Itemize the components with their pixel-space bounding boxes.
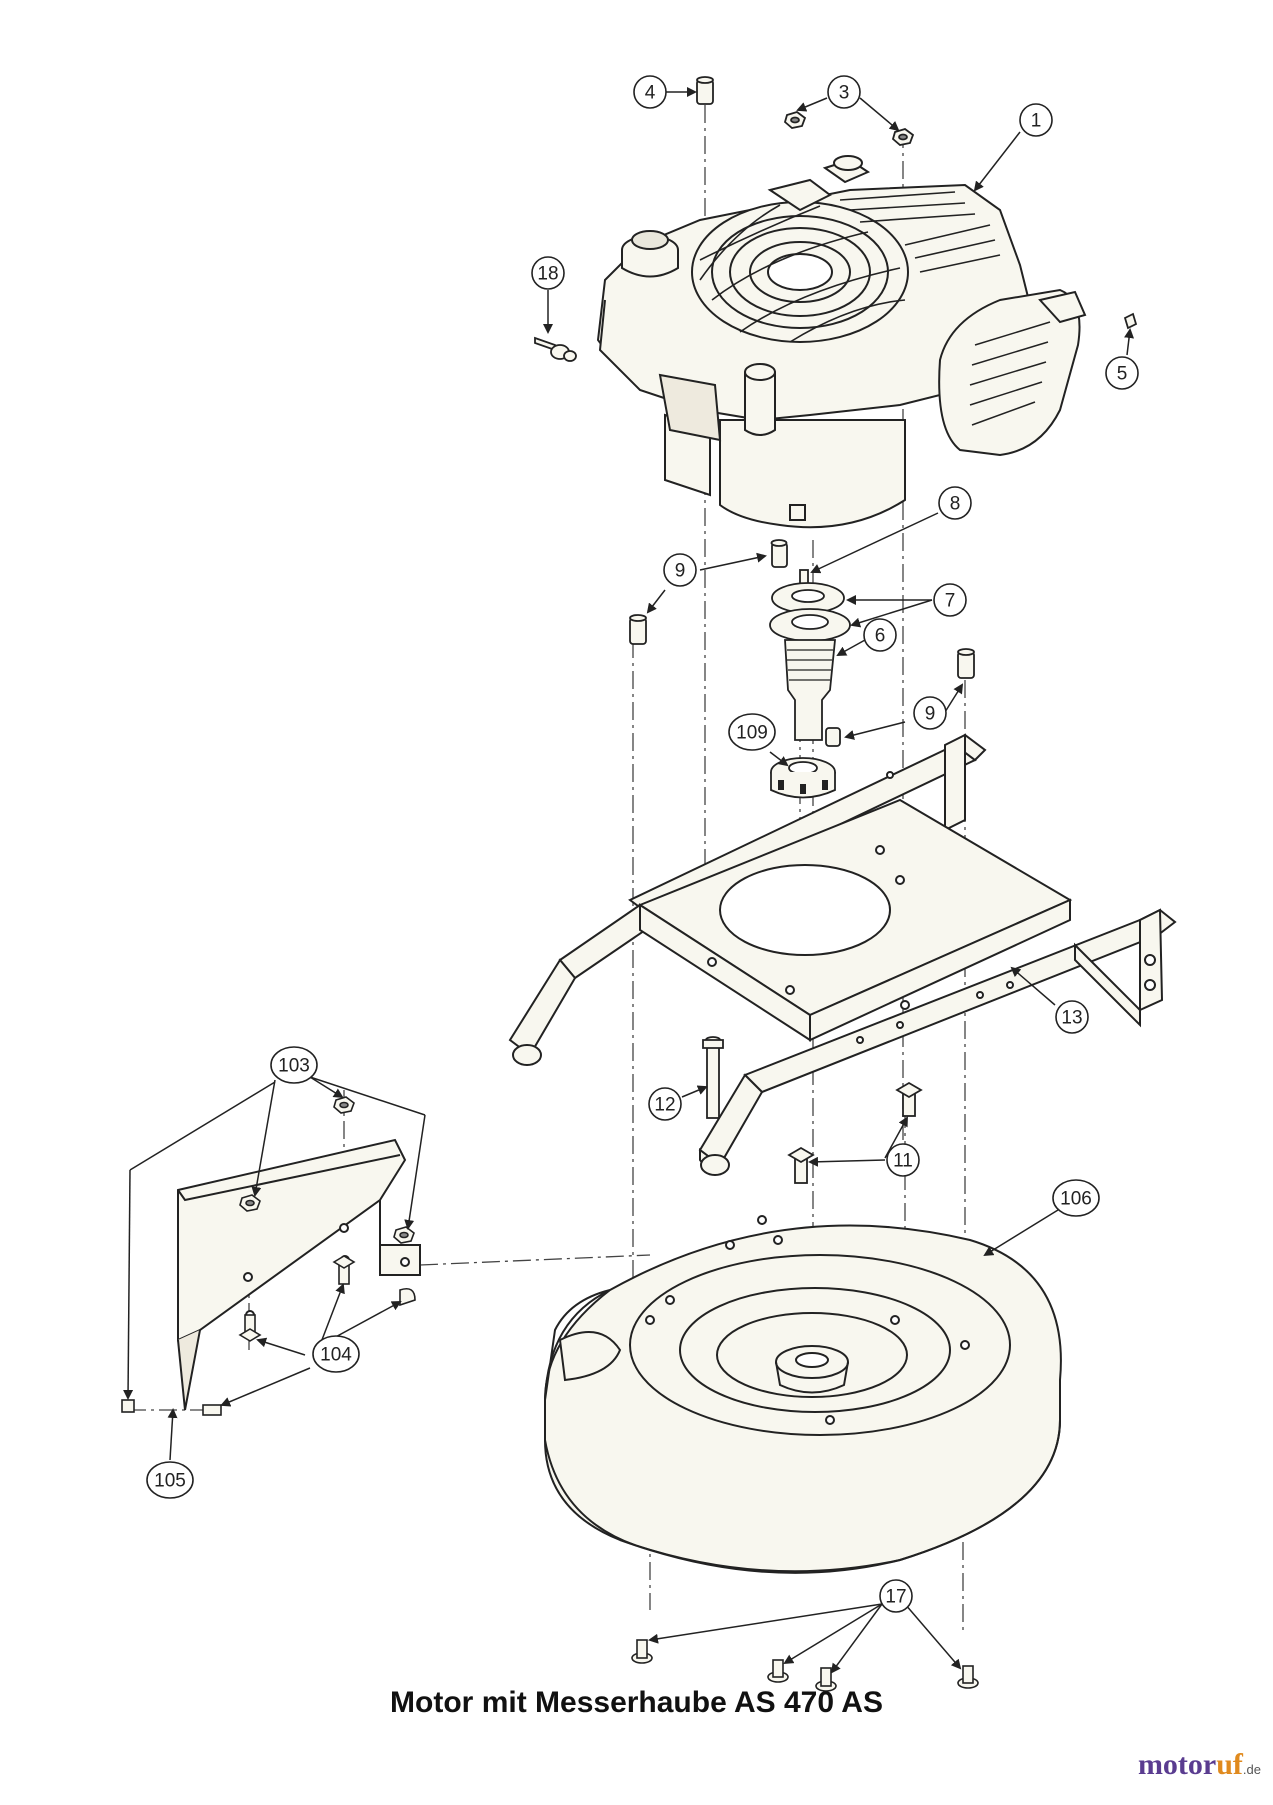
svg-text:109: 109 xyxy=(736,723,768,744)
svg-text:9: 9 xyxy=(675,561,686,582)
svg-text:7: 7 xyxy=(945,591,956,612)
callout-9-right: 9 xyxy=(913,696,947,730)
callout-18: 18 xyxy=(531,256,565,290)
svg-text:106: 106 xyxy=(1060,1189,1092,1210)
callout-12: 12 xyxy=(648,1087,682,1121)
svg-text:103: 103 xyxy=(278,1056,310,1077)
svg-text:6: 6 xyxy=(875,626,886,647)
svg-text:3: 3 xyxy=(839,83,850,104)
callout-104: 104 xyxy=(312,1335,360,1373)
brand-name-main: motor xyxy=(1137,1748,1217,1781)
svg-text:11: 11 xyxy=(893,1151,913,1172)
housing-bolts xyxy=(631,1639,979,1692)
blade-housing xyxy=(544,1215,1062,1574)
brand-logo: motoruf.de xyxy=(1138,1748,1261,1782)
diagram-caption: Motor mit Messerhaube AS 470 AS xyxy=(390,1686,883,1719)
brand-suffix: .de xyxy=(1242,1762,1261,1777)
callout-11: 11 xyxy=(886,1143,920,1177)
deflector-hardware xyxy=(121,1096,416,1416)
svg-text:9: 9 xyxy=(925,704,936,725)
leader-lines xyxy=(123,87,1135,1674)
svg-text:13: 13 xyxy=(1061,1008,1082,1029)
engine-hardware xyxy=(534,76,1138,362)
svg-text:5: 5 xyxy=(1117,364,1128,385)
callout-103: 103 xyxy=(270,1046,318,1084)
callout-7: 7 xyxy=(933,583,967,617)
svg-text:17: 17 xyxy=(885,1587,906,1608)
svg-text:8: 8 xyxy=(950,494,961,515)
callout-109: 109 xyxy=(728,713,776,751)
callout-6: 6 xyxy=(863,618,897,652)
engine xyxy=(596,155,1087,529)
callout-17: 17 xyxy=(879,1579,913,1613)
callout-106: 106 xyxy=(1052,1179,1100,1217)
callout-13: 13 xyxy=(1055,1000,1089,1034)
callout-8: 8 xyxy=(938,486,972,520)
blade-hub-assembly xyxy=(629,539,975,799)
callout-9-upper: 9 xyxy=(663,553,697,587)
side-deflector xyxy=(177,1138,421,1411)
svg-text:104: 104 xyxy=(320,1345,352,1366)
svg-text:1: 1 xyxy=(1031,111,1042,132)
svg-text:105: 105 xyxy=(154,1471,186,1492)
callout-4: 4 xyxy=(633,75,667,109)
callout-1: 1 xyxy=(1019,103,1053,137)
svg-text:18: 18 xyxy=(537,264,558,285)
svg-text:4: 4 xyxy=(645,83,656,104)
brand-name-accent: uf xyxy=(1216,1748,1243,1781)
callout-bubbles: 1 3 4 5 6 7 8 9 9 9 11 12 13 17 18 103 1… xyxy=(146,75,1139,1613)
callout-105: 105 xyxy=(146,1461,194,1499)
svg-text:12: 12 xyxy=(654,1095,675,1116)
frame-bolts xyxy=(702,1036,923,1184)
callout-5: 5 xyxy=(1105,356,1139,390)
mounting-frame xyxy=(508,733,1177,1176)
callout-3: 3 xyxy=(827,75,861,109)
